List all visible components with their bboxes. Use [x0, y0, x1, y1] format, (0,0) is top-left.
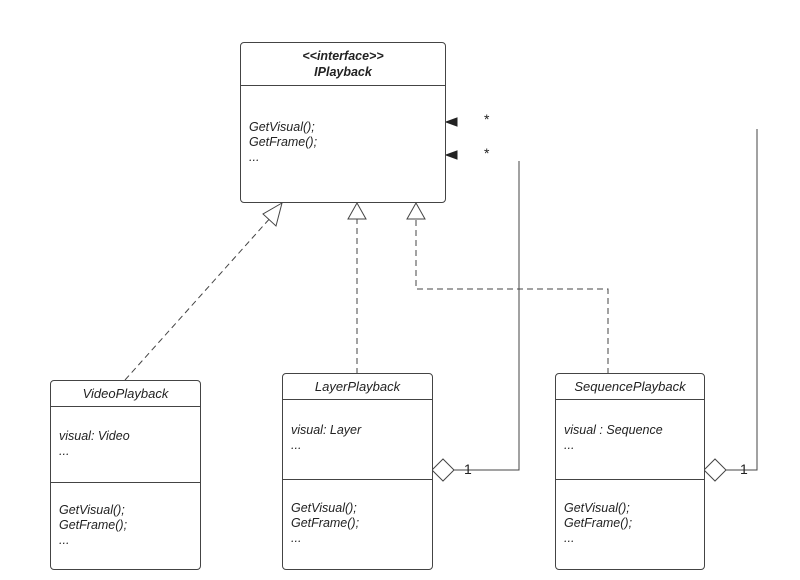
class-method: GetFrame(); — [59, 518, 128, 532]
class-name: SequencePlayback — [556, 374, 704, 400]
class-attributes: visual : Sequence ... — [556, 423, 704, 453]
class-attributes: visual: Layer ... — [283, 423, 432, 453]
class-divider — [283, 479, 432, 480]
aggregation-line-sequence — [726, 129, 758, 471]
class-name: LayerPlayback — [283, 374, 432, 400]
class-attribute: ... — [59, 444, 70, 458]
interface-stereotype: <<interface>> — [302, 49, 384, 63]
class-layerplayback[interactable]: LayerPlayback visual: Layer ... GetVisua… — [282, 373, 433, 570]
realization-line-sequence — [415, 219, 609, 374]
class-method: GetVisual(); — [564, 501, 630, 515]
class-attribute: visual: Video — [59, 429, 130, 443]
class-method: GetFrame(); — [564, 516, 633, 530]
aggregation-diamond-layer — [431, 458, 455, 482]
class-method: ... — [291, 531, 302, 545]
interface-method: GetVisual(); — [249, 120, 315, 134]
class-name: VideoPlayback — [51, 381, 200, 407]
interface-method: GetFrame(); — [249, 135, 318, 149]
realization-arrowhead-video — [262, 201, 283, 227]
class-attribute: visual : Sequence — [564, 423, 663, 437]
realization-arrowhead-sequence — [406, 201, 426, 220]
class-attributes: visual: Video ... — [51, 429, 200, 459]
aggregation-line-layer — [454, 161, 520, 471]
class-method: GetVisual(); — [59, 503, 125, 517]
realization-line-video — [124, 215, 273, 381]
interface-methods: GetVisual(); GetFrame(); ... — [241, 120, 445, 165]
class-methods: GetVisual(); GetFrame(); ... — [556, 501, 704, 546]
aggregation-diamond-sequence — [703, 458, 727, 482]
class-method: GetVisual(); — [291, 501, 357, 515]
multiplicity-layer-source: 1 — [464, 461, 472, 477]
multiplicity-layer-target: * — [484, 145, 490, 161]
aggregation-arrowhead-layer — [444, 150, 458, 160]
realization-arrowhead-layer — [347, 201, 367, 220]
aggregation-arrowhead-sequence — [444, 117, 458, 127]
class-attribute: ... — [564, 438, 575, 452]
class-attribute: ... — [291, 438, 302, 452]
class-divider — [556, 479, 704, 480]
class-attribute: visual: Layer — [291, 423, 362, 437]
multiplicity-sequence-target: * — [484, 111, 490, 127]
class-method: ... — [564, 531, 575, 545]
interface-header: <<interface>> IPlayback — [241, 43, 445, 86]
class-videoplayback[interactable]: VideoPlayback visual: Video ... GetVisua… — [50, 380, 201, 570]
multiplicity-sequence-source: 1 — [740, 461, 748, 477]
interface-method: ... — [249, 150, 260, 164]
class-sequenceplayback[interactable]: SequencePlayback visual : Sequence ... G… — [555, 373, 705, 570]
class-method: ... — [59, 533, 70, 547]
class-divider — [51, 482, 200, 483]
class-methods: GetVisual(); GetFrame(); ... — [51, 503, 200, 548]
class-method: GetFrame(); — [291, 516, 360, 530]
interface-name: IPlayback — [314, 65, 372, 79]
interface-iplayback[interactable]: <<interface>> IPlayback GetVisual(); Get… — [240, 42, 446, 203]
class-methods: GetVisual(); GetFrame(); ... — [283, 501, 432, 546]
